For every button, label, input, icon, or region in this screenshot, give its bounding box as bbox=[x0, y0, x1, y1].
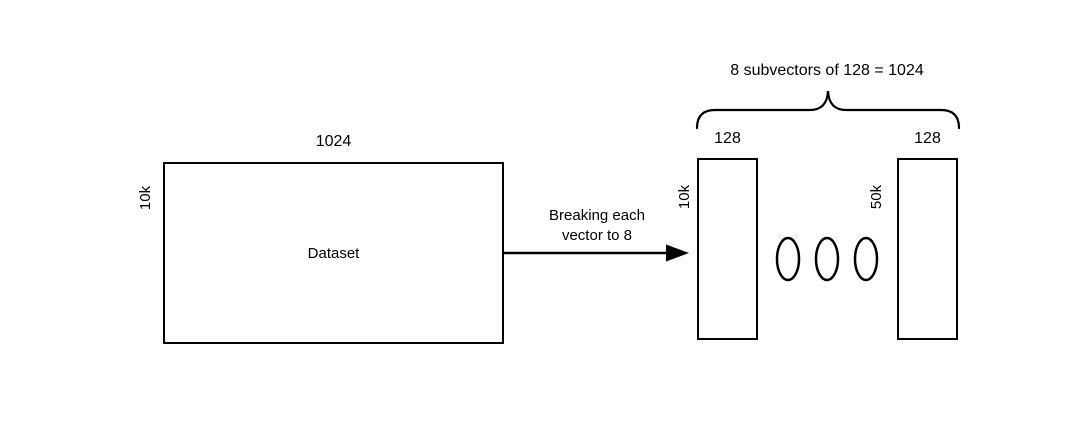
arrow-label-line-1: Breaking each bbox=[549, 207, 645, 224]
ellipsis-dot-icon-1 bbox=[775, 236, 801, 282]
subvector-2-height-label: 50k bbox=[868, 184, 885, 210]
arrow-label: Breaking each vector to 8 bbox=[512, 206, 682, 246]
subvector-2-width-label: 128 bbox=[914, 130, 941, 147]
arrow-label-line-2: vector to 8 bbox=[561, 227, 633, 244]
dataset-box: Dataset bbox=[163, 162, 504, 344]
arrow-head-icon bbox=[666, 244, 689, 262]
dataset-height-label: 10k bbox=[137, 185, 154, 211]
dataset-label: Dataset bbox=[307, 244, 360, 262]
brace-caption: 8 subvectors of 128 = 1024 bbox=[730, 62, 924, 79]
subvector-box-2 bbox=[897, 158, 958, 340]
subvector-1-height-label: 10k bbox=[676, 184, 693, 210]
ellipsis-dot-icon-3 bbox=[853, 236, 879, 282]
dataset-width-label: 1024 bbox=[315, 133, 352, 150]
subvector-box-1 bbox=[697, 158, 758, 340]
subvector-1-width-label: 128 bbox=[714, 130, 741, 147]
curly-brace-icon bbox=[695, 90, 961, 130]
ellipsis-dot-icon-2 bbox=[814, 236, 840, 282]
